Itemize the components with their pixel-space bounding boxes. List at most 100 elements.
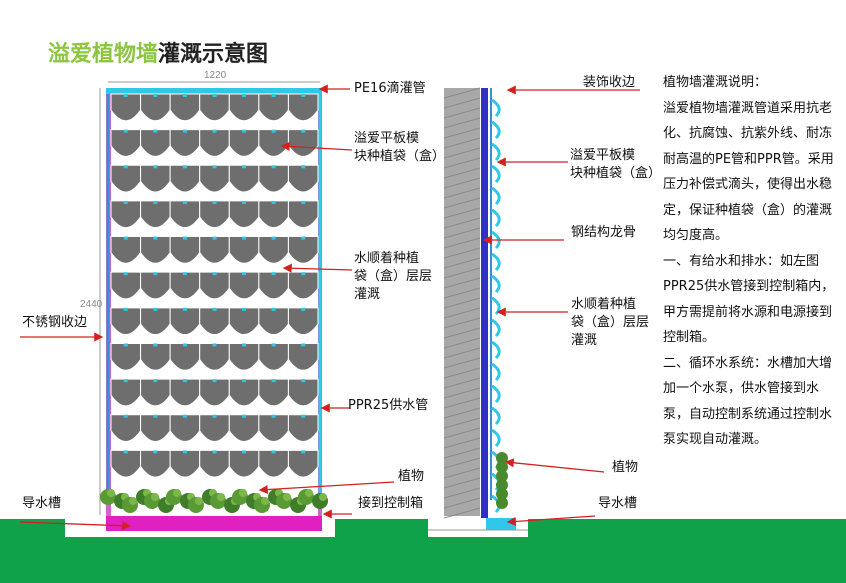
drip-emitter (123, 129, 128, 133)
drip-emitter (242, 343, 247, 347)
drip-emitter (242, 94, 247, 97)
drip-emitter (153, 414, 158, 418)
hatch-line (443, 97, 481, 109)
label-pe16-drip-pipe: PE16滴灌管 (354, 81, 426, 96)
side-pocket (491, 186, 501, 206)
planting-pocket (110, 164, 142, 193)
planting-pocket (140, 342, 171, 371)
drip-emitter (271, 379, 276, 383)
drip-emitter (301, 343, 306, 347)
plant-leaf (173, 489, 181, 497)
planting-pocket (258, 236, 289, 264)
hatch-line (443, 437, 481, 449)
planting-pocket (287, 236, 319, 264)
drip-emitter (301, 307, 306, 311)
label-steel-keel: 钢结构龙骨 (571, 225, 637, 240)
planting-pocket (258, 164, 289, 193)
side-pocket (491, 384, 501, 404)
hatch-line (443, 267, 481, 279)
drip-emitter (153, 236, 158, 240)
brand-name: 溢爱植物墙 (48, 42, 159, 67)
hatch-line (443, 487, 481, 499)
plant-leaf (129, 497, 137, 505)
planting-pocket (110, 200, 142, 229)
plant-leaf (305, 489, 313, 497)
drip-emitter (301, 200, 306, 204)
page-title: 溢爱植物墙灌溉示意图 (48, 36, 268, 68)
planting-pocket (199, 414, 230, 442)
drip-emitter (182, 200, 187, 204)
side-plant (496, 470, 508, 482)
hatch-line (443, 287, 481, 299)
drip-emitter (212, 165, 217, 169)
planting-pocket (110, 449, 142, 478)
hatch-line (443, 157, 481, 169)
planting-pocket (228, 93, 260, 122)
drip-emitter (182, 165, 187, 169)
planting-pocket (110, 129, 142, 157)
side-plant (496, 479, 508, 491)
drip-emitter (242, 450, 247, 454)
drip-emitter (271, 343, 276, 347)
hatch-line (443, 127, 481, 139)
drip-emitter (182, 307, 187, 311)
drip-emitter (242, 272, 247, 276)
planting-pocket (287, 93, 319, 122)
drip-emitter (242, 129, 247, 133)
planting-pocket (199, 271, 230, 300)
label-control-box: 接到控制箱 (358, 496, 424, 511)
planting-pocket (258, 200, 289, 229)
side-pocket (491, 362, 501, 382)
drip-emitter (182, 236, 187, 240)
planting-pocket (287, 307, 319, 336)
planting-pocket (228, 342, 260, 371)
drip-emitter (242, 165, 247, 169)
hatch-line (443, 507, 481, 519)
plant-leaf (283, 493, 291, 501)
drip-emitter (301, 414, 306, 418)
plant-leaf (195, 497, 203, 505)
drip-emitter (123, 307, 128, 311)
planting-pocket (228, 271, 260, 300)
side-pocket (491, 120, 501, 140)
drip-emitter (123, 450, 128, 454)
planting-pocket (258, 307, 289, 336)
drip-emitter (301, 450, 306, 454)
planting-pocket (199, 93, 230, 122)
drip-emitter (123, 236, 128, 240)
drip-emitter (153, 343, 158, 347)
label-layer-irrigation-right: 水顺着种植 袋（盒）层层 灌溉 (571, 297, 650, 348)
planting-pocket (228, 164, 260, 193)
label-steel-edge: 不锈钢收边 (22, 315, 88, 330)
planting-pocket (169, 271, 201, 300)
planting-pocket (140, 236, 171, 264)
drip-emitter (212, 272, 217, 276)
hatch-line (443, 377, 481, 389)
hatch-line (443, 147, 481, 159)
drip-emitter (123, 343, 128, 347)
drip-emitter (153, 450, 158, 454)
hatch-line (443, 407, 481, 419)
planting-pocket (287, 378, 319, 407)
drip-emitter (242, 307, 247, 311)
planting-pocket (199, 449, 230, 478)
plants-row (100, 489, 328, 513)
drip-emitter (271, 236, 276, 240)
drip-emitter (301, 236, 306, 240)
side-pocket (491, 406, 501, 426)
drip-emitter (301, 165, 306, 169)
planting-pockets (110, 93, 319, 478)
drip-emitter (182, 343, 187, 347)
hatch-line (443, 297, 481, 309)
description-heading: 植物墙灌溉说明： (663, 75, 768, 90)
planting-pocket (169, 164, 201, 193)
planting-pocket (287, 164, 319, 193)
planting-pocket (258, 449, 289, 478)
side-plant (496, 488, 508, 500)
drip-emitter (271, 450, 276, 454)
drip-emitter (123, 379, 128, 383)
planting-pocket (258, 93, 289, 122)
label-ppr25-pipe: PPR25供水管 (348, 398, 429, 413)
side-pocket (491, 208, 501, 228)
width-dimension-label: 1220 (204, 70, 227, 81)
